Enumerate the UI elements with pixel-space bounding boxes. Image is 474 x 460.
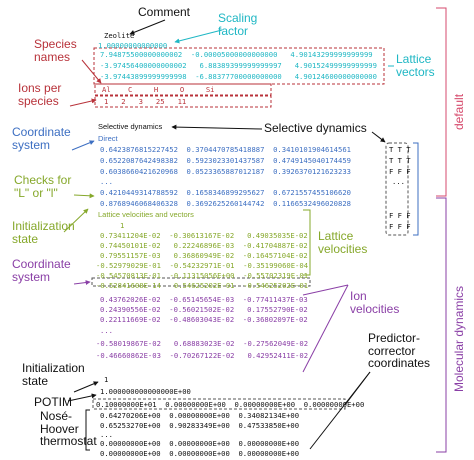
position-ellipsis: ... <box>100 177 113 186</box>
position-row: 0.6423876815227452 0.3704470785418887 0.… <box>100 145 351 154</box>
lattice-header-line-visible: Lattice velocities and vectors <box>98 210 194 219</box>
flags-box <box>385 142 409 236</box>
label-nose-hoover: Nosé- Hoover thermostat <box>40 409 97 449</box>
lattice-row: -3.97456400000000002 6.88389399999999997… <box>100 61 377 70</box>
ion-velocity-row: 0.24390556E-02 -0.56021502E-02 0.1755279… <box>100 305 308 314</box>
label-initialization-state-2: Initialization state <box>22 361 85 388</box>
counts-row: 1 2 3 25 11 <box>104 97 187 106</box>
ion-velocity-row: 0.22111669E-02 -0.48603043E-02 -0.368020… <box>100 315 308 324</box>
predictor-row: 0.00000000E+00 0.00000000E+00 0.00000000… <box>100 439 300 448</box>
flag-row: F F F <box>389 211 411 220</box>
ion-vel-line-1 <box>302 284 349 296</box>
label-ion-velocities: Ion velocities <box>350 289 400 316</box>
nose-hoover-bracket <box>85 409 90 451</box>
species-arrow <box>81 59 102 84</box>
position-row: 0.8768946068406328 0.3692625260144742 0.… <box>100 199 351 208</box>
position-row: 0.6522087642498382 0.5923023301437587 0.… <box>100 156 351 165</box>
coord-arrow <box>71 140 95 151</box>
selective-arrow-right <box>371 131 386 143</box>
init-arrow <box>63 208 89 233</box>
selective-line: Selective dynamics <box>98 122 163 131</box>
thermostat-row: 0.10000000E+01 0.00000000E+00 0.00000000… <box>96 400 365 409</box>
predictor-ellipsis: ... <box>100 430 113 439</box>
species-box <box>94 83 272 96</box>
file-scaling: 1.00000000000000 <box>98 41 168 50</box>
direct-line: Direct <box>98 134 118 143</box>
label-lattice-velocities: Lattice velocities <box>318 229 368 256</box>
init-state-2-value: 1 <box>104 375 109 384</box>
ion-velocity-row: -0.46660862E-03 -0.70267122E-02 0.429524… <box>96 351 309 360</box>
lattice-vectors-box <box>93 47 385 85</box>
label-molecular-dynamics: Molecular dynamics <box>452 285 466 392</box>
coord2-arrow <box>73 280 91 286</box>
predictor-row: 0.00000000E+00 0.00000000E+00 0.00000000… <box>100 449 300 458</box>
position-row: 0.6038660421620968 0.0523365887012187 0.… <box>100 167 351 176</box>
flag-row: F F F <box>389 222 411 231</box>
coord2-box <box>91 277 311 287</box>
label-comment: Comment <box>138 5 191 19</box>
label-predictor-corrector: Predictor- corrector coordinates <box>368 331 431 371</box>
ion-velocity-ellipsis: ... <box>100 326 113 335</box>
predictor-line-2 <box>309 371 371 450</box>
flag-row: T T T <box>389 156 411 165</box>
lattice-velocity-row: -0.52979029E-01 -0.54232971E-01 -0.35199… <box>96 261 309 270</box>
file-comment: Zeolite <box>104 31 135 40</box>
counts-box <box>94 95 272 108</box>
label-checks: Checks for "L" or "l" <box>14 173 72 200</box>
label-selective-dynamics: Selective dynamics <box>264 121 367 135</box>
label-initialization-state: Initialization state <box>12 219 75 246</box>
lattice-row: 7.94875500000000002 -0.00005000000000000… <box>100 50 373 59</box>
lattice-velocity-row: 0.73411204E-02 -0.30613167E-02 0.4903503… <box>100 231 308 240</box>
ion-velocity-row: 0.43762026E-02 -0.65145654E-03 -0.774114… <box>100 295 308 304</box>
label-lattice-vectors: Lattice vectors <box>396 52 435 79</box>
label-coordinate-system-2: Coordinate system <box>12 257 71 284</box>
ions-arrow <box>69 98 97 107</box>
comment-arrow <box>129 19 166 35</box>
lattice-velocity-row: 0.79551157E-03 0.36860949E-02 -0.1645710… <box>100 251 308 260</box>
label-scaling-factor: Scaling factor <box>218 11 258 38</box>
md-bracket <box>436 197 447 453</box>
selective-arrow-left <box>171 124 263 130</box>
label-coordinate-system: Coordinate system <box>12 125 71 152</box>
lattice-velocities-bracket <box>303 209 311 276</box>
init2-arrow <box>73 381 99 393</box>
lattice-velocity-row: 0.74450101E-02 0.22246896E-03 -0.4170488… <box>100 241 308 250</box>
potim-value: 1.000000000000000E+00 <box>100 387 191 396</box>
label-default: default <box>452 93 466 130</box>
lattice-row: -3.97443899999999998 -6.8837770000000000… <box>100 72 377 81</box>
ion-positions-bracket <box>413 142 419 236</box>
label-species-names: Species names <box>34 37 77 64</box>
flag-row: T T T <box>389 145 411 154</box>
species-row: Al C H O Si <box>102 85 215 94</box>
label-ions-per-species: Ions per species <box>18 81 62 108</box>
checks-arrow <box>73 193 95 199</box>
position-row: 0.4210449314788592 0.1658346899295627 0.… <box>100 188 351 197</box>
lattice-velocity-row: -0.54570813E-01 -0.11315056E+00 -0.55702… <box>96 271 309 280</box>
predictor-row: 0.64270206E+00 0.00000000E+00 0.34082134… <box>100 411 300 420</box>
ion-vel-line-2 <box>302 284 349 373</box>
flag-ellipsis: ... <box>392 177 405 186</box>
predictor-row: 0.65253270E+00 0.90283349E+00 0.47533850… <box>100 421 300 430</box>
lattice-velocity-row: -0.52841608E-14 0.54625202E-01 -0.546252… <box>96 281 309 290</box>
init-state-value: 1 <box>120 221 125 230</box>
potim-arrow <box>67 393 97 402</box>
label-potim: POTIM <box>34 395 72 409</box>
default-bracket <box>436 7 447 197</box>
scaling-arrow <box>174 29 223 44</box>
ion-velocity-row: -0.58019867E-02 0.68883023E-02 -0.275620… <box>96 339 309 348</box>
flag-row: F F F <box>389 167 411 176</box>
